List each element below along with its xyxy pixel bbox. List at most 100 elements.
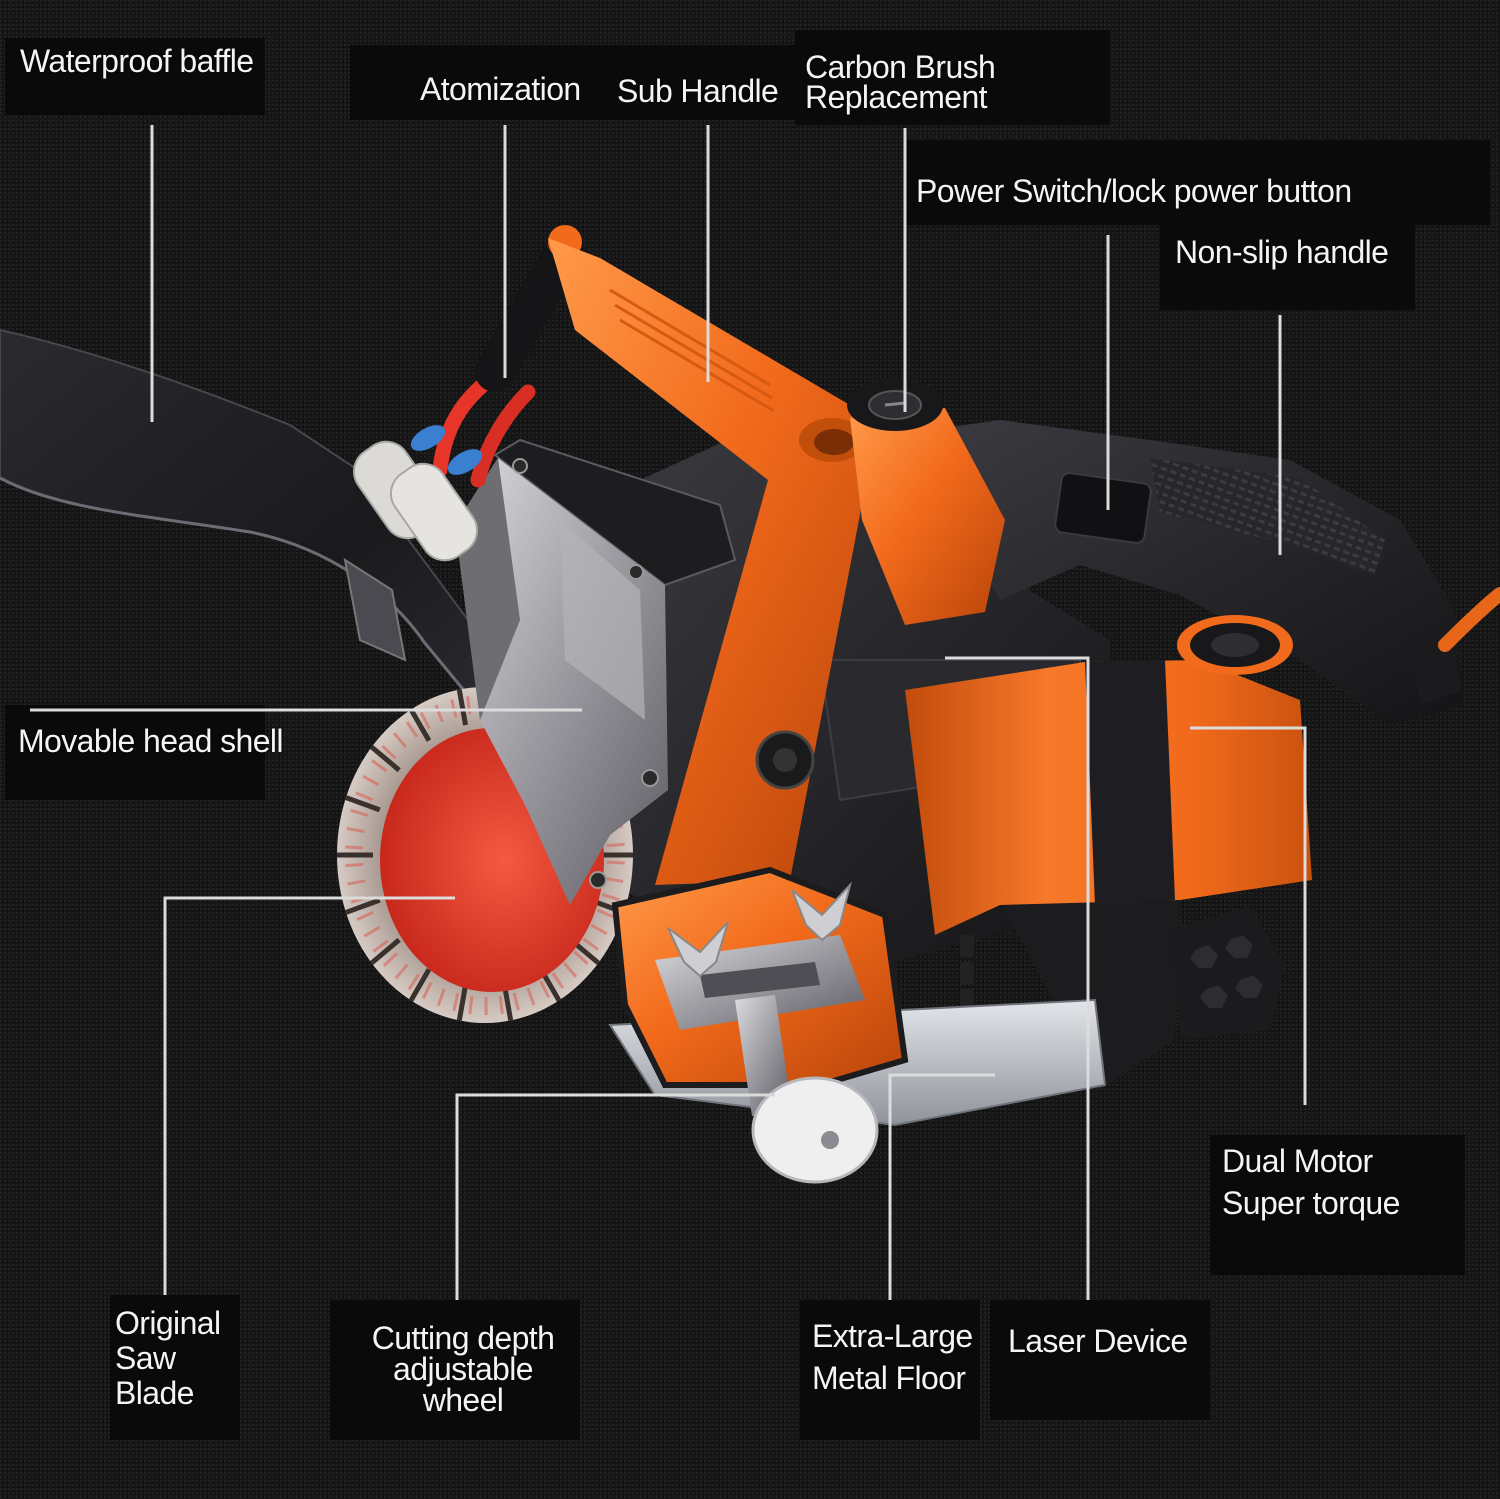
shell-bolt [641,769,659,787]
blade-tooth-mark [382,952,398,967]
wing-nut [667,921,729,978]
shell-bolt [589,871,607,889]
label-box-atomization-sub-handle [350,45,795,120]
blade-tooth-mark [512,992,520,1011]
blade-tooth-mark [606,842,625,848]
power-switch [1054,472,1152,544]
blade-tooth-mark [526,987,536,1006]
shell-recess [560,520,645,720]
sub-handle-bolt-core [773,748,797,772]
blade-segment-gap [345,795,381,813]
blade-tooth-mark [434,704,444,723]
label-box-non-slip-handle [1160,225,1415,310]
leader-line-metal-floor [888,1073,995,1300]
elbow-fitting [389,462,479,562]
blade-segment-gap [370,745,401,773]
shell-bolt [628,564,644,580]
wheel-arm [735,995,792,1116]
blade-tooth-mark [601,893,620,902]
blade-tooth-mark [596,908,615,919]
blade-segment-gap [456,984,469,1021]
blade-tooth-mark [345,862,364,868]
label-line: Dual Motor [1222,1143,1373,1179]
blade-segment-gap [408,708,432,742]
carbon-brush-cap-slot [884,401,906,407]
label-box-power-switch [905,140,1490,225]
water-valve-black [475,230,585,392]
label-movable-head-shell: Movable head shell [18,723,284,759]
blade-segment-gap [456,689,469,726]
upper-motor [847,379,1005,625]
label-line: Replacement [805,79,988,115]
bracket-slot [700,962,820,998]
blade-tooth-mark [605,877,624,883]
label-laser-device: Laser Device [1008,1323,1188,1359]
cutting-depth-wheel [751,1076,879,1184]
vent-hexagon [1200,985,1228,1008]
vent-base-body [1170,905,1285,1040]
blade-tooth-mark [419,711,431,730]
label-waterproof-baffle: Waterproof baffle [20,43,254,79]
blade-tooth-mark [371,759,388,773]
label-line: wheel [422,1382,504,1418]
leader-line-dual-motor [1190,726,1307,1105]
label-line: Original [115,1305,221,1341]
sub-handle-grip-ribs [609,288,775,413]
label-line: Saw [115,1340,176,1376]
label-metal-floor: Extra-Large Metal Floor [812,1315,973,1399]
blade-tooth-mark [563,962,578,978]
blade-tooth-mark [573,950,589,965]
blade-segment-gap [345,897,381,915]
blade-tooth-mark [407,973,421,991]
label-box-waterproof-baffle [5,38,265,115]
blade-tooth-mark [606,860,625,865]
sub-handle-body [548,238,872,885]
rear-handle [930,420,1500,725]
shell-top-frame [493,438,737,587]
leader-line-original-saw-blade [163,896,455,1295]
blade-tooth-mark [452,993,460,1012]
label-line: Cutting depth [371,1320,555,1356]
label-line: Super torque [1222,1185,1400,1221]
motor-vent [960,962,974,984]
blade-tooth-mark [436,988,446,1007]
blade-tooth-mark [392,732,407,748]
label-line: Metal Floor [812,1360,966,1396]
blade-tooth-mark [450,699,458,718]
baffle-mount-plate [343,557,407,662]
label-carbon-brush-replacement: Carbon Brush Replacement [805,51,996,115]
blade-tooth-mark [350,808,369,817]
vent-hexagon [1190,945,1218,968]
motor-vent [960,935,974,957]
label-dual-motor: Dual Motor Super torque [1222,1140,1400,1224]
leader-line-cutting-depth [455,1093,775,1300]
blade-tooth-mark [347,879,366,886]
blade-tooth-mark [346,827,365,833]
power-cord [1438,587,1500,652]
label-box-carbon-brush [795,30,1110,125]
blade-segment-gap [370,937,401,965]
label-cutting-depth-wheel: Cutting depth adjustable wheel [333,1320,593,1418]
label-box-metal-floor [800,1300,980,1440]
label-box-dual-motor [1210,1135,1465,1275]
blade-tooth-mark [405,721,419,738]
waterproof-baffle [0,328,517,746]
label-box-cutting-depth [330,1300,580,1440]
label-line: Extra-Large [812,1318,973,1354]
atomization-fittings [352,225,585,562]
blade-tooth-mark [421,981,433,1000]
vent-hexagon [1225,935,1253,958]
sub-handle [548,238,872,885]
label-box-movable-head-shell [5,705,265,800]
depth-wheel [751,1076,879,1184]
blade-tooth-mark [356,910,374,921]
label-sub-handle: Sub Handle [617,73,779,109]
blade-segment-gap [408,968,432,1002]
blade-tooth-mark [590,923,608,936]
vent-hexagon [1235,975,1263,998]
lower-brush-cap [1211,633,1259,657]
blade-tooth-mark [551,972,565,989]
label-original-saw-blade: Original Saw Blade [115,1305,221,1411]
